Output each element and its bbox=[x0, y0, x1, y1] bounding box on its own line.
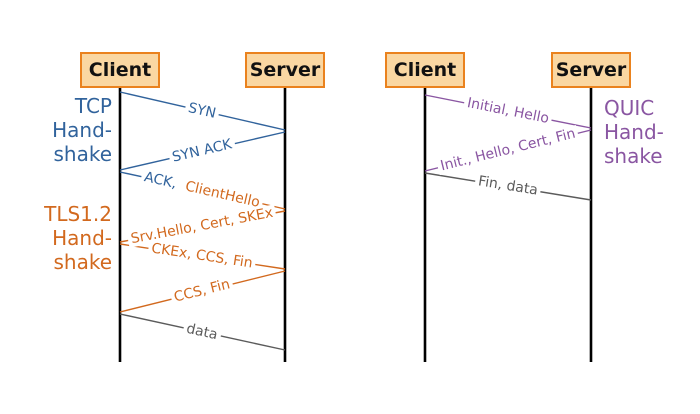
quic-handshake-label: QUIC Hand- shake bbox=[604, 96, 694, 168]
right-client-box: Client bbox=[385, 52, 465, 88]
tcp-handshake-label-line: TCP bbox=[74, 94, 112, 118]
left-server-box: Server bbox=[245, 52, 325, 88]
tcp-handshake-label-line: shake bbox=[53, 142, 112, 166]
quic-handshake-label-line: QUIC bbox=[604, 96, 655, 120]
quic-handshake-label-line: Hand- bbox=[604, 120, 664, 144]
quic-handshake-label-line: shake bbox=[604, 144, 663, 168]
tls-handshake-label-line: shake bbox=[53, 250, 112, 274]
tls-handshake-label-line: Hand- bbox=[52, 226, 112, 250]
right-server-box: Server bbox=[551, 52, 631, 88]
tls-handshake-label-line: TLS1.2 bbox=[44, 202, 112, 226]
tcp-handshake-label-line: Hand- bbox=[52, 118, 112, 142]
left-client-box: Client bbox=[80, 52, 160, 88]
tcp-handshake-label: TCP Hand- shake bbox=[18, 94, 112, 166]
tls-handshake-label: TLS1.2 Hand- shake bbox=[18, 202, 112, 274]
